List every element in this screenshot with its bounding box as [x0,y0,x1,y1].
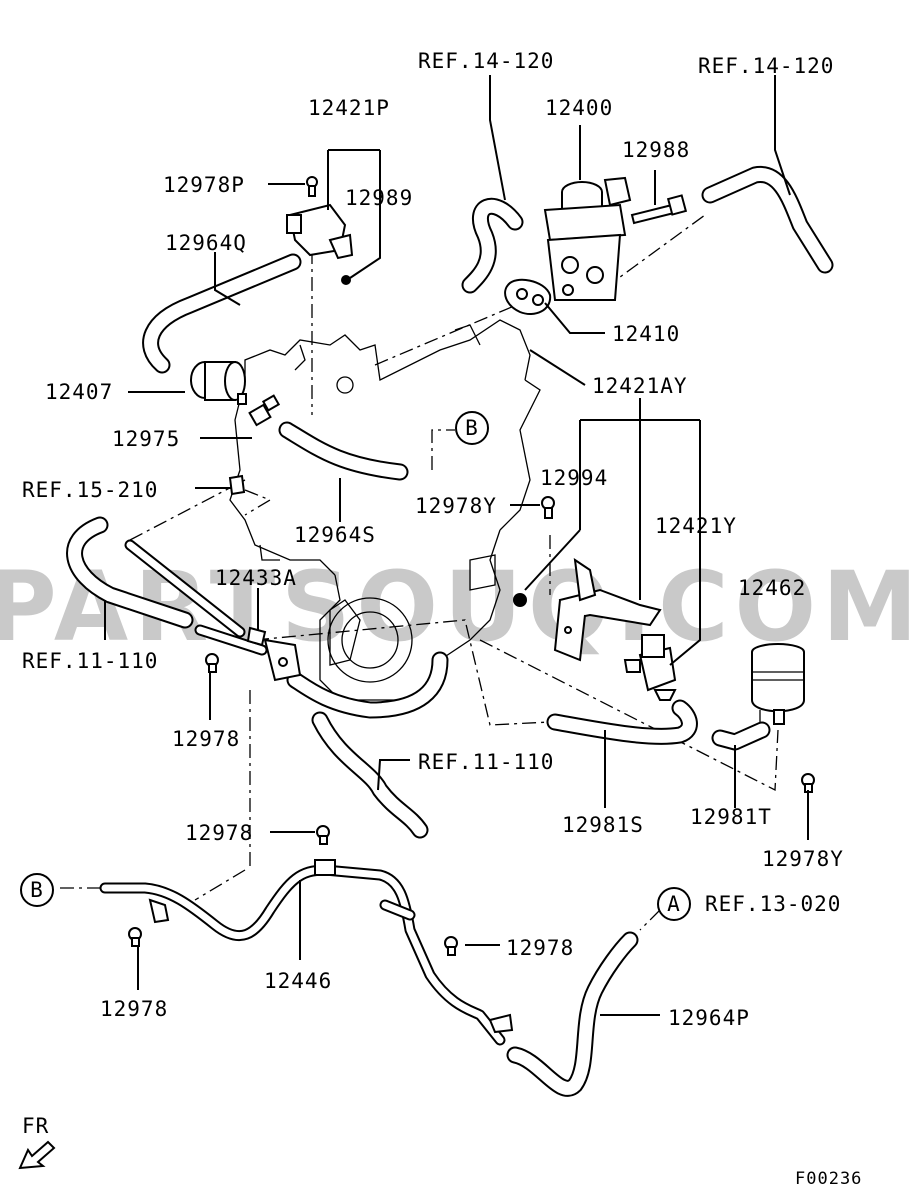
hoses [66,166,834,1097]
egr-valve-12400 [543,176,632,301]
label-ref-11-110-b: REF.11-110 [418,750,554,774]
label-12994: 12994 [540,466,608,490]
label-12421P: 12421P [308,96,390,120]
bolt-12978Y-top [541,496,555,519]
part-labels: REF.14-120 REF.14-120 12421P 12400 12988… [22,49,844,1030]
callout-b-left: B [20,873,54,907]
label-ref-14-120-a: REF.14-120 [418,49,554,73]
bolt-12978-c [444,936,458,956]
reference-lines [60,214,779,931]
callout-b-left-letter: B [30,878,44,902]
nut-12989 [341,275,351,285]
label-12400: 12400 [545,96,613,120]
label-ref-14-120-b: REF.14-120 [698,54,834,78]
label-12989: 12989 [345,186,413,210]
callout-b-top: B [455,411,489,445]
clip-12994 [513,593,527,607]
bolt-12978-a [205,653,219,673]
pipes [99,539,506,1046]
label-12978Y-top: 12978Y [415,494,497,518]
front-arrow-icon [18,1140,56,1170]
engine-outline [229,319,541,701]
label-12407: 12407 [45,380,113,404]
label-12462: 12462 [738,576,806,600]
label-12981T: 12981T [690,805,772,829]
front-indicator: FR [18,1114,56,1170]
bolt-12978-b [316,825,330,845]
label-12446: 12446 [264,969,332,993]
label-12978-c: 12978 [506,936,574,960]
bolt-12988 [630,194,688,225]
figure-code: F00236 [795,1169,862,1187]
label-ref-15-210: REF.15-210 [22,478,158,502]
callout-b-top-letter: B [465,416,479,440]
solenoid-valve-12421P [286,203,354,260]
gasket-12410 [504,278,552,315]
label-ref-13-020: REF.13-020 [705,892,841,916]
bolt-12978Y-bottom [801,773,815,793]
filter-12407 [190,361,247,405]
label-ref-11-110-a: REF.11-110 [22,649,158,673]
label-12410: 12410 [612,322,680,346]
bracket-12421AY [553,557,662,662]
callout-a: A [657,887,691,921]
bolt-12978P [306,176,318,197]
ref-15-210-fitting [228,474,246,496]
label-12978P: 12978P [163,173,245,197]
solenoid-valve-12421Y [623,634,677,701]
label-12978-a: 12978 [172,727,240,751]
label-12988: 12988 [622,138,690,162]
fitting-12975 [248,394,281,427]
label-12978-d: 12978 [100,997,168,1021]
label-12421Y: 12421Y [655,514,737,538]
label-12964S: 12964S [294,523,376,547]
label-12964P: 12964P [668,1006,750,1030]
leader-lines [104,75,809,1016]
label-12978Y-bottom: 12978Y [762,847,844,871]
callout-a-letter: A [667,892,681,916]
bolt-12978-d [128,927,142,947]
canister-12462 [751,643,805,725]
label-12433A: 12433A [215,566,297,590]
parts [128,176,815,1034]
label-12981S: 12981S [562,813,644,837]
front-label: FR [22,1114,49,1138]
vacuum-connector-12433A [246,626,302,682]
label-12964Q: 12964Q [165,231,247,255]
label-12421AY: 12421AY [592,374,688,398]
label-12978-b: 12978 [185,821,253,845]
label-12975: 12975 [112,427,180,451]
